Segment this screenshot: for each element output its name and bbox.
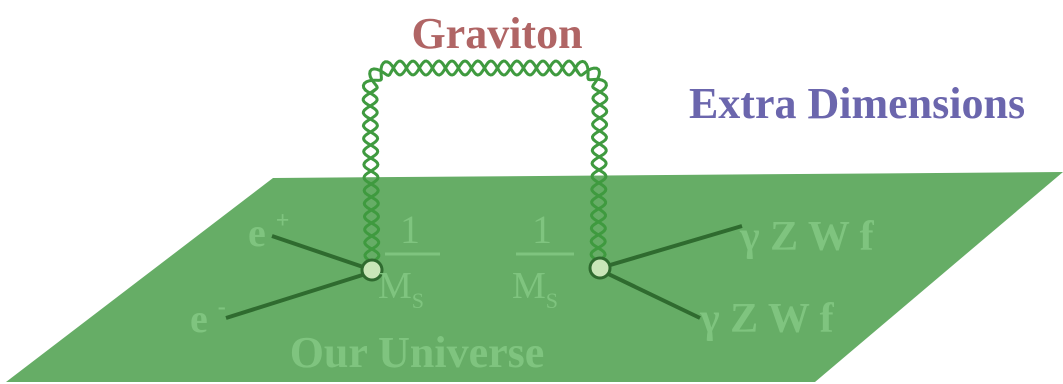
left-coupling: 1 MS	[378, 207, 440, 313]
graviton-propagator	[361, 59, 609, 264]
graviton-title: Graviton	[411, 9, 582, 58]
outgoing-line-top	[599, 224, 743, 270]
right-vertex	[588, 256, 612, 280]
extra-dimensions-title: Extra Dimensions	[689, 79, 1025, 128]
left-coupling-numerator: 1	[400, 207, 420, 252]
right-coupling: 1 MS	[512, 207, 574, 313]
positron-label: e +	[248, 208, 289, 255]
final-state-top-label: γ Z W f	[739, 214, 875, 260]
positron-line	[271, 234, 373, 272]
electron-label: e -	[190, 294, 226, 341]
electron-symbol: e	[190, 296, 208, 341]
final-state-bottom-label: γ Z W f	[699, 296, 835, 342]
brane-plane	[6, 172, 1063, 382]
left-vertex	[360, 258, 384, 282]
right-coupling-numerator: 1	[532, 207, 552, 252]
right-coupling-denominator: MS	[512, 265, 558, 313]
positron-charge: +	[276, 208, 290, 234]
electron-charge: -	[218, 294, 226, 320]
left-coupling-denominator: MS	[378, 265, 424, 313]
outgoing-line-bottom	[599, 268, 701, 320]
positron-symbol: e	[248, 210, 266, 255]
our-universe-label: Our Universe	[290, 328, 545, 377]
electron-line	[225, 270, 373, 320]
